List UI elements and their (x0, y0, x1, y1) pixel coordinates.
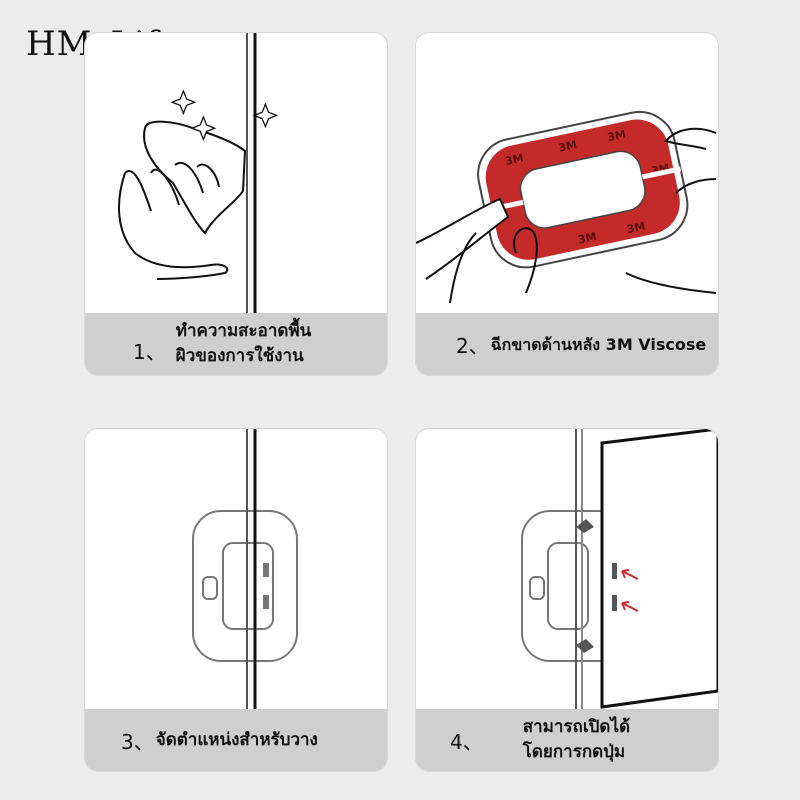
step-4-line-1: สามารถเปิดได้ (522, 717, 631, 737)
tape-label-3m: 3M (504, 151, 525, 168)
step-number-4: 4、 (450, 729, 483, 754)
step-1-line-2: ผิวของการใช้งาน (175, 346, 304, 366)
step-4-line-2: โดยการกดปุ่ม (522, 742, 626, 762)
open-door-illustration (521, 429, 718, 709)
tape-label-3m: 3M (577, 230, 598, 247)
step-card-3: 3、 จัดตำแหน่งสำหรับวาง (84, 428, 388, 772)
step-caption-3: 3、 จัดตำแหน่งสำหรับวาง (85, 709, 387, 771)
tape-label-3m: 3M (557, 138, 578, 155)
peel-tape-illustration: 3M 3M 3M 3M 3M 3M (416, 110, 717, 304)
tape-label-3m: 3M (606, 128, 627, 145)
step-card-4: 4、 สามารถเปิดได้ โดยการกดปุ่ม (415, 428, 719, 772)
step-1-line-1: ทำความสะอาดพื้น (175, 321, 312, 341)
step-text-2: ฉีกขาดด้านหลัง 3M Viscose (490, 334, 707, 354)
step-caption-1: 1、 ทำความสะอาดพื้น ผิวของการใช้งาน (85, 313, 387, 375)
wipe-surface-illustration (118, 33, 279, 313)
position-lock-illustration (192, 429, 298, 709)
step-text-3: จัดตำแหน่งสำหรับวาง (155, 729, 318, 750)
step-caption-2: 2、 ฉีกขาดด้านหลัง 3M Viscose (416, 313, 718, 375)
step-number-3: 3、 (121, 729, 154, 754)
step-caption-4: 4、 สามารถเปิดได้ โดยการกดปุ่ม (416, 709, 718, 771)
step-number-2: 2、 (456, 333, 489, 358)
step-number-1: 1、 (133, 340, 166, 364)
step-text-1: ทำความสะอาดพื้น ผิวของการใช้งาน (176, 319, 312, 369)
step-card-1: 1、 ทำความสะอาดพื้น ผิวของการใช้งาน (84, 32, 388, 376)
step-text-4: สามารถเปิดได้ โดยการกดปุ่ม (523, 715, 630, 765)
step-card-2: 3M 3M 3M 3M 3M 3M 2、 ฉีกขาดด้านหลัง 3M V… (415, 32, 719, 376)
tape-label-3m: 3M (626, 220, 647, 237)
